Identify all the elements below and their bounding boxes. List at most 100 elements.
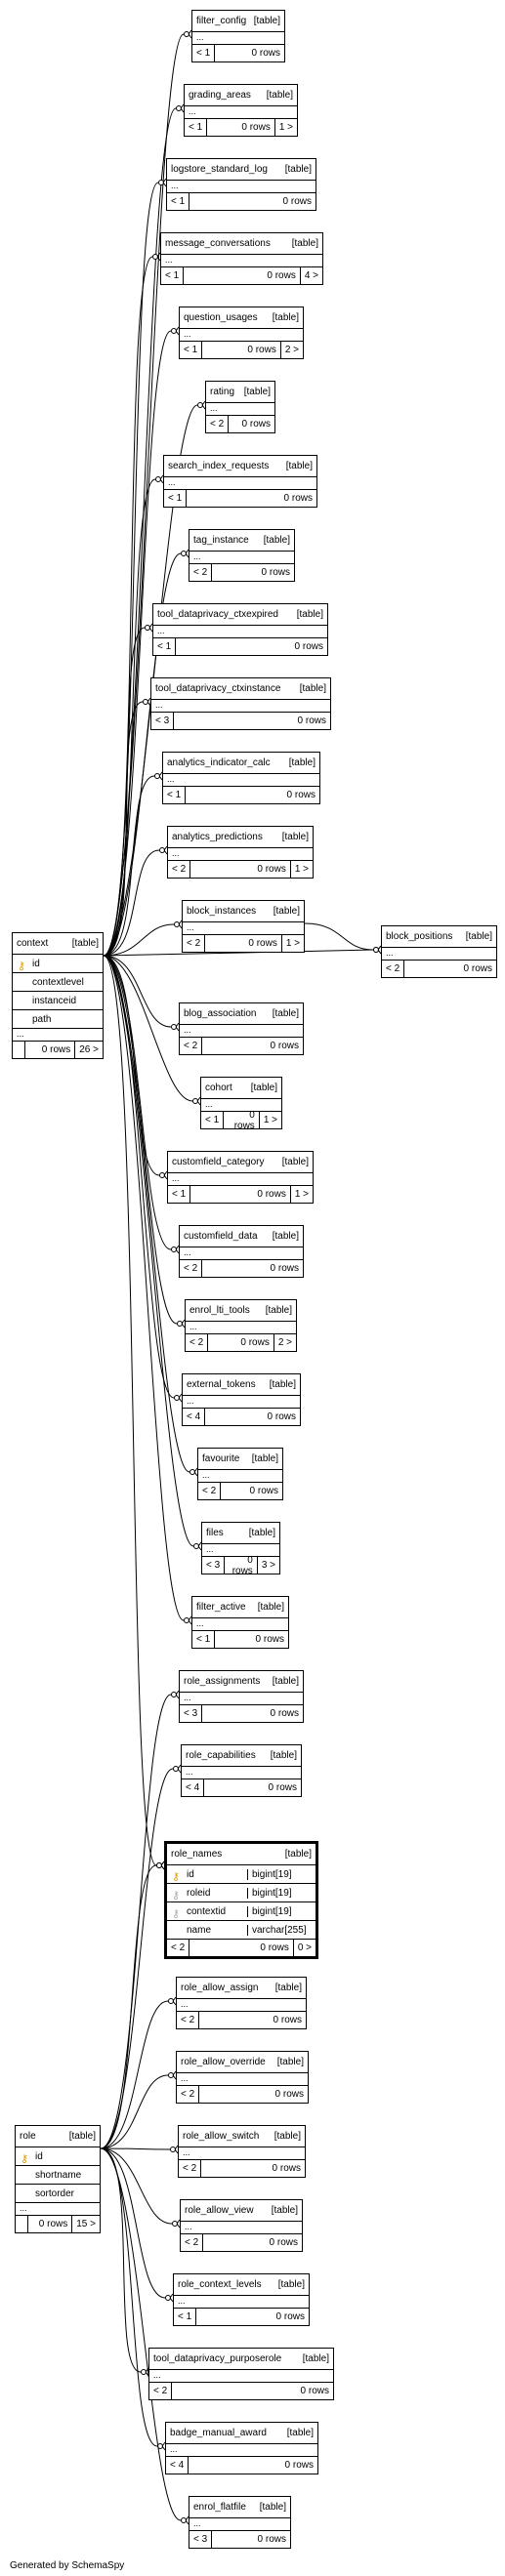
table-header: role_allow_assign[table] xyxy=(177,1978,306,1998)
column-type: bigint[19] xyxy=(247,1887,316,1899)
row-count: 0 rows xyxy=(275,2311,305,2322)
crowfoot-marker xyxy=(141,2369,147,2375)
parents-count: < 2 xyxy=(180,1260,203,1277)
crowfoot-marker xyxy=(177,1321,183,1327)
crowfoot-marker xyxy=(174,921,180,927)
crowfoot-marker xyxy=(171,328,177,334)
edge-role-tool_dataprivacy_purposerole xyxy=(100,2147,142,2373)
table-name: files xyxy=(206,1528,224,1538)
children-count: 26 > xyxy=(79,1044,99,1055)
table-role[interactable]: role [table] ⚷id shortname sortorder ...… xyxy=(15,2125,101,2233)
children-count: 2 > xyxy=(284,345,299,355)
table-footer: < 2 0 rows xyxy=(180,1259,303,1277)
table-tool-dataprivacy-ctxinstance[interactable]: tool_dataprivacy_ctxinstance[table]...< … xyxy=(150,677,331,730)
crowfoot-marker xyxy=(181,2517,187,2523)
table-role-names[interactable]: role_names [table] ⚷id bigint[19] ⚷rolei… xyxy=(164,1841,318,1959)
crowfoot-prongs xyxy=(176,2219,181,2228)
column-name: name xyxy=(187,1924,212,1936)
table-kind: [table] xyxy=(286,2428,314,2438)
row-count: 0 rows xyxy=(283,493,313,504)
parents-count: < 1 xyxy=(180,342,203,358)
table-context[interactable]: context [table] ⚷id contextlevel instanc… xyxy=(12,932,104,1059)
table-kind: [table] xyxy=(274,1983,302,1993)
crowfoot-prongs xyxy=(175,1022,180,1032)
row-count: 0 rows xyxy=(286,790,316,800)
table-name: search_index_requests xyxy=(168,461,270,471)
table-kind: [table] xyxy=(299,683,326,694)
table-name: cohort xyxy=(205,1083,232,1093)
edge-context-customfield_data xyxy=(103,955,172,1250)
crowfoot-marker xyxy=(192,1098,198,1104)
table-header: badge_manual_award[table] xyxy=(166,2423,317,2443)
table-footer: 0 rows 15 > xyxy=(16,2215,100,2232)
row-count: 0 rows xyxy=(270,1263,299,1274)
table-name: enrol_flatfile xyxy=(193,2502,246,2513)
crowfoot-prongs xyxy=(158,771,163,781)
parents-count: < 2 xyxy=(181,2234,204,2251)
column-name: id xyxy=(32,958,40,969)
crowfoot-prongs xyxy=(156,252,161,262)
ellipsis: ... xyxy=(206,402,274,415)
table-header: block_positions[table] xyxy=(382,926,496,947)
parents-count: < 1 xyxy=(161,267,185,284)
row-count: 0 rows xyxy=(294,641,323,652)
column-row: ⚷contextid bigint[19] xyxy=(167,1901,316,1920)
parents-count: < 4 xyxy=(166,2457,189,2474)
table-name: filter_active xyxy=(196,1602,246,1613)
table-tool-dataprivacy-ctxexpired[interactable]: tool_dataprivacy_ctxexpired[table]...< 1… xyxy=(152,603,328,656)
table-name: question_usages xyxy=(184,312,258,323)
edge-role-role_allow_switch xyxy=(100,2147,171,2150)
column-type: bigint[19] xyxy=(247,1905,316,1917)
table-tool-dataprivacy-purposerole[interactable]: tool_dataprivacy_purposerole[table]...< … xyxy=(148,2348,334,2400)
table-kind: [table] xyxy=(270,1750,297,1761)
table-header: role_context_levels[table] xyxy=(174,2274,309,2295)
parents-count: < 2 xyxy=(180,1038,203,1054)
table-name: role_names xyxy=(171,1849,223,1860)
crowfoot-marker xyxy=(154,773,160,779)
crowfoot-marker xyxy=(189,1469,195,1475)
primary-key-icon: ⚷ xyxy=(172,1870,181,1883)
table-name: customfield_category xyxy=(172,1157,265,1167)
edge-context-blog_association xyxy=(103,955,172,1028)
row-count: 0 rows xyxy=(270,1708,299,1719)
